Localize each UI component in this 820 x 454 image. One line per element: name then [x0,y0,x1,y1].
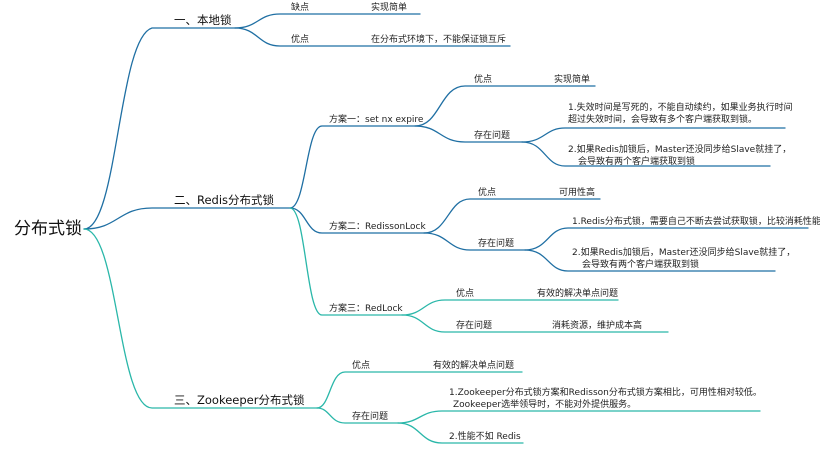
plan2-issue-2-line1: 2.如果Redis加锁后，Master还没同步给Slave就挂了， [572,248,796,258]
branch-redis-lock: 二、Redis分布式锁 [174,193,275,207]
plan1-issue-1-line2: 超过失效时间，会导致有多个客户端获取到锁。 [568,115,758,125]
plan3-issues-label: 存在问题 [456,321,493,331]
edge-redis-plan1 [289,125,416,209]
root-topic: 分布式锁 [14,219,82,239]
zk-issue-1: 1.Zookeeper分布式锁方案和Redisson分布式锁方案相比，可用性相对… [449,387,762,411]
edge-redis-plan3 [289,207,403,316]
zk-issue-1-line2: Zookeeper选举领导时，不能对外提供服务。 [453,400,637,410]
plan1-pros-label: 优点 [474,75,493,85]
plan1-issue-2-line1: 2.如果Redis加锁后，Master还没同步给Slave就挂了， [568,145,792,155]
edge-local-pros [234,27,511,47]
edge-plan2-issue2 [524,249,776,272]
local-cons-label: 缺点 [291,3,310,13]
plan2-pros-value: 可用性高 [559,188,596,198]
plan1-issues-label: 存在问题 [474,131,511,141]
plan2-issues-label: 存在问题 [478,239,515,249]
edge-plan3-pros [401,299,619,316]
edge-zk-issue1 [397,410,761,424]
edge-root-redis [83,207,291,230]
zk-issues-label: 存在问题 [352,412,389,422]
local-cons-value: 实现简单 [371,3,408,13]
edge-plan1-pros [414,85,596,127]
edge-root-local [83,27,236,230]
edge-local-cons [234,13,421,29]
local-pros-value: 在分布式环境下，不能保证锁互斥 [371,35,507,45]
plan1-issue-2-line2: 会导致有两个客户端获取到锁 [578,157,696,167]
plan1-issue-1-line1: 1.失效时间是写死的，不能自动续约，如果业务执行时间 [568,103,793,113]
edge-zk-issue2 [397,422,524,444]
plan1-pros-value: 实现简单 [554,75,591,85]
zk-issue-1-line1: 1.Zookeeper分布式锁方案和Redisson分布式锁方案相比，可用性相对… [449,388,762,398]
zk-pros-label: 优点 [352,361,371,371]
plan2-issue-2-line2: 会导致有两个客户端获取到锁 [582,260,700,270]
plan2-issue-1: 1.Redis分布式锁，需要自己不断去尝试获取锁，比较消耗性能 [572,217,820,227]
plan2-pros-label: 优点 [478,188,497,198]
zk-pros-value: 有效的解决单点问题 [433,361,515,371]
edge-zk-issues [316,407,399,424]
edge-plan2-pros [423,198,601,234]
edge-plan1-issues [414,125,523,143]
edge-root-zk [83,228,318,409]
zk-issue-2: 2.性能不如 Redis [449,432,521,442]
edge-redis-plan2 [289,207,425,234]
edge-plan2-issues [423,232,526,251]
plan2-title: 方案二：RedissonLock [329,222,426,232]
plan3-title: 方案三：RedLock [329,304,403,314]
branch-zookeeper-lock: 三、Zookeeper分布式锁 [174,393,305,407]
plan3-issues-value: 消耗资源，维护成本高 [552,321,643,331]
plan3-pros-value: 有效的解决单点问题 [537,289,619,299]
edge-plan3-issues [401,314,669,333]
edge-plan1-issue2 [521,141,771,167]
edge-plan2-issue1 [524,227,809,251]
local-pros-label: 优点 [291,35,310,45]
plan1-issue-1: 1.失效时间是写死的，不能自动续约，如果业务执行时间 超过失效时间，会导致有多个… [568,102,793,126]
plan1-title: 方案一：set nx expire [329,115,424,125]
plan2-issue-2: 2.如果Redis加锁后，Master还没同步给Slave就挂了， 会导致有两个… [572,247,795,271]
edge-zk-pros [316,371,523,409]
branch-local-lock: 一、本地锁 [174,13,232,27]
plan1-issue-2: 2.如果Redis加锁后，Master还没同步给Slave就挂了， 会导致有两个… [568,144,791,168]
edge-plan1-issue1 [521,127,786,143]
plan3-pros-label: 优点 [456,289,475,299]
